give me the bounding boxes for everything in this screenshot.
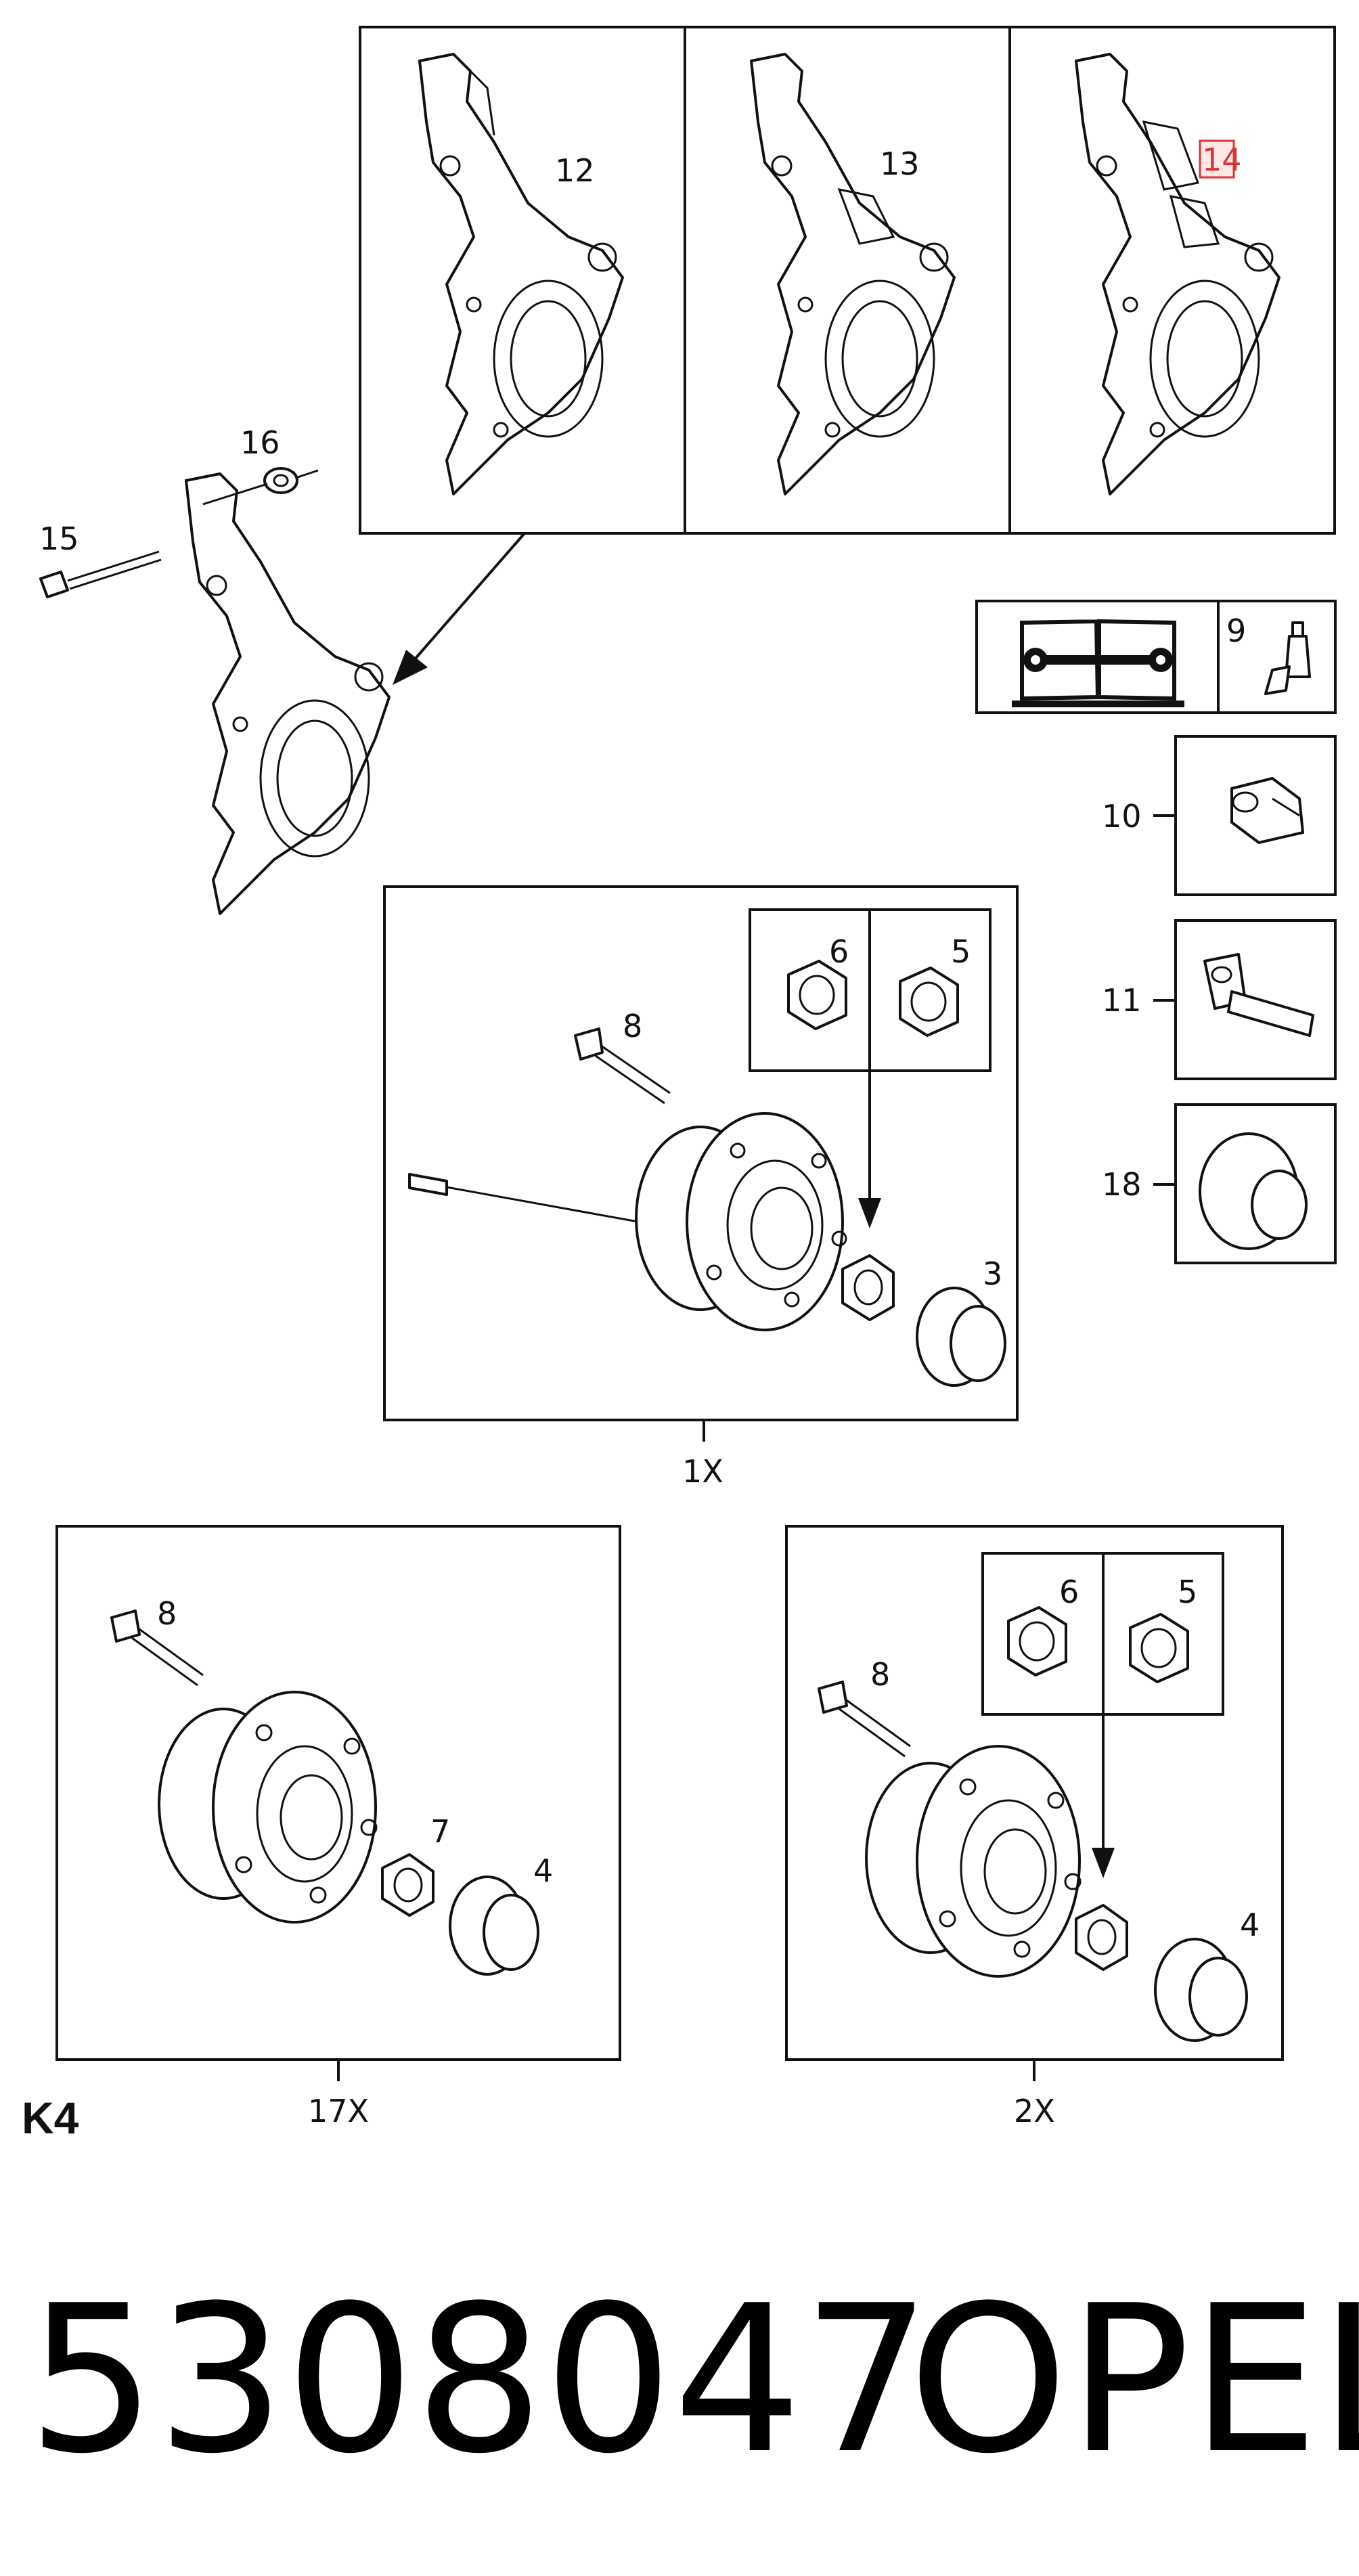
callout-14-highlight [1199,139,1235,179]
steering-knuckle-assembly[interactable] [185,472,391,915]
nut-5-center[interactable] [899,967,959,1037]
nut-6-center[interactable] [787,960,847,1030]
sealant-tube-icon [1264,621,1311,695]
quantity-right: 2X [1014,2093,1055,2129]
callout-3: 3 [983,1256,1002,1292]
callout-15: 15 [39,520,79,557]
steering-knuckle-13[interactable] [750,53,956,495]
callout-18: 18 [1102,1166,1142,1203]
bolt-8-left[interactable] [110,1609,204,1687]
dust-cap-18[interactable] [1199,1132,1308,1250]
dust-cap-3[interactable] [916,1287,1006,1387]
diagram-code: K4 [22,2093,79,2143]
hub-assembly-panel-center: 6 5 8 [383,885,1019,1421]
bolt-15[interactable] [39,550,162,598]
repair-manual-box: 9 [975,600,1337,714]
bolt-8-center[interactable] [574,1027,671,1105]
dust-cap-4-right[interactable] [1154,1938,1248,2042]
clip-10-panel: 10 [1102,735,1337,896]
quantity-left: 17X [308,2093,369,2129]
leader-arrow-knuckle [393,532,526,685]
part-number: 5308047 [27,2262,931,2498]
quantity-center: 1X [682,1453,723,1490]
axle-nut-7[interactable] [381,1853,435,1917]
wheel-hub-bearing-center[interactable] [408,1112,847,1331]
axle-nut-right[interactable] [1075,1904,1128,1971]
callout-16: 16 [240,424,280,461]
axle-nut-center[interactable] [841,1254,895,1321]
callout-6-right: 6 [1059,1574,1079,1610]
clip-11[interactable] [1203,953,1314,1037]
nut-6-right[interactable] [1007,1606,1067,1676]
callout-5-right: 5 [1178,1574,1197,1610]
repair-manual-icon [1012,619,1184,707]
nut-16[interactable] [202,467,319,506]
callout-8-right: 8 [870,1656,890,1693]
callout-8-center: 8 [623,1008,642,1044]
hub-assembly-panel-left: 8 7 4 [55,1525,621,2061]
callout-10: 10 [1102,798,1142,835]
callout-6-center: 6 [829,933,849,970]
callout-12: 12 [555,152,595,189]
callout-7: 7 [430,1813,450,1850]
callout-8-left: 8 [157,1595,177,1632]
callout-4-right: 4 [1240,1907,1260,1943]
clip-10[interactable] [1230,777,1304,844]
nut-5-right[interactable] [1129,1613,1189,1683]
callout-14: 14 [1202,141,1242,178]
callout-13: 13 [880,146,920,182]
cap-18-panel: 18 [1102,1103,1337,1264]
callout-4-left: 4 [533,1852,553,1889]
dust-cap-4-left[interactable] [449,1875,539,1976]
bolt-8-right[interactable] [818,1681,911,1758]
hub-assembly-panel-right: 6 5 8 [785,1525,1284,2061]
wheel-hub-bearing-right[interactable] [865,1745,1082,1978]
clip-11-panel: 11 [1102,919,1337,1080]
brand-name: OPEL [908,2262,1359,2498]
callout-5-center: 5 [951,933,971,970]
callout-11: 11 [1102,982,1142,1019]
callout-9: 9 [1226,613,1246,649]
steering-knuckle-14[interactable] [1075,53,1280,495]
wheel-hub-bearing-left[interactable] [158,1691,378,1924]
steering-knuckle-12[interactable] [418,53,624,495]
knuckle-variants-panel: 12 13 14 [359,26,1336,535]
